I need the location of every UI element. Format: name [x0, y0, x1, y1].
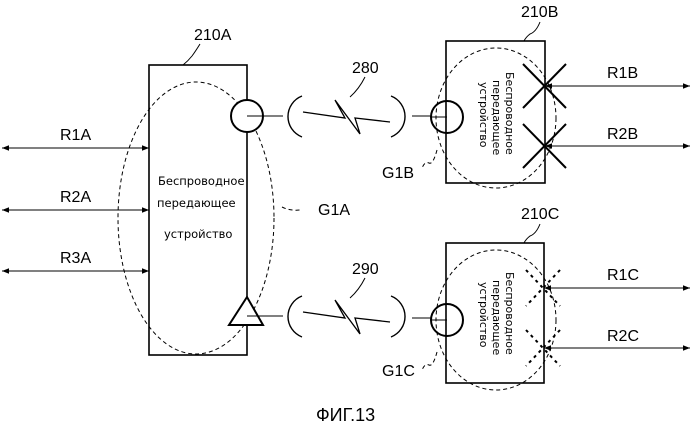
label-290: 290 — [352, 261, 379, 278]
dotted-x-icon — [526, 270, 560, 366]
device-210a: Беспроводное передающее устройство 210A … — [118, 27, 350, 355]
label-210a: 210A — [194, 27, 232, 44]
label-r2a: R2A — [60, 189, 91, 206]
label-210b: 210B — [521, 4, 558, 21]
left-links: R1A R2A R3A — [2, 127, 149, 271]
label-r1a: R1A — [60, 127, 91, 144]
label-r1b: R1B — [607, 65, 638, 82]
device-b-text-line3: устройство — [477, 82, 490, 148]
wireless-link-290: 290 — [247, 261, 431, 337]
device-210b: Беспроводное передающее устройство 210B … — [382, 4, 690, 188]
label-r3a: R3A — [60, 250, 91, 267]
device-a-text-line1: Беспроводное — [158, 174, 245, 188]
label-r1c: R1C — [607, 267, 639, 284]
device-210c: Беспроводное передающее устройство 210C … — [382, 206, 690, 390]
label-280: 280 — [352, 60, 379, 77]
device-c-text-line1: Беспроводное — [503, 272, 516, 355]
label-g1c: G1C — [382, 363, 415, 380]
label-210c: 210C — [521, 206, 559, 223]
lightning-icon — [303, 300, 390, 334]
device-b-text-line2: передающее — [490, 80, 503, 155]
label-g1b: G1B — [382, 165, 414, 182]
device-a-text-line3: устройство — [164, 227, 232, 241]
figure-caption: ФИГ.13 — [316, 405, 375, 425]
device-a-text-line2: передающее — [157, 196, 236, 210]
device-c-text-line3: устройство — [477, 282, 490, 348]
wireless-link-280: 280 — [247, 60, 431, 137]
label-r2c: R2C — [607, 328, 639, 345]
device-c-text-line2: передающее — [490, 280, 503, 355]
label-r2b: R2B — [607, 126, 638, 143]
label-g1a: G1A — [318, 202, 350, 219]
lightning-icon — [303, 100, 390, 134]
device-b-text-line1: Беспроводное — [503, 72, 516, 155]
